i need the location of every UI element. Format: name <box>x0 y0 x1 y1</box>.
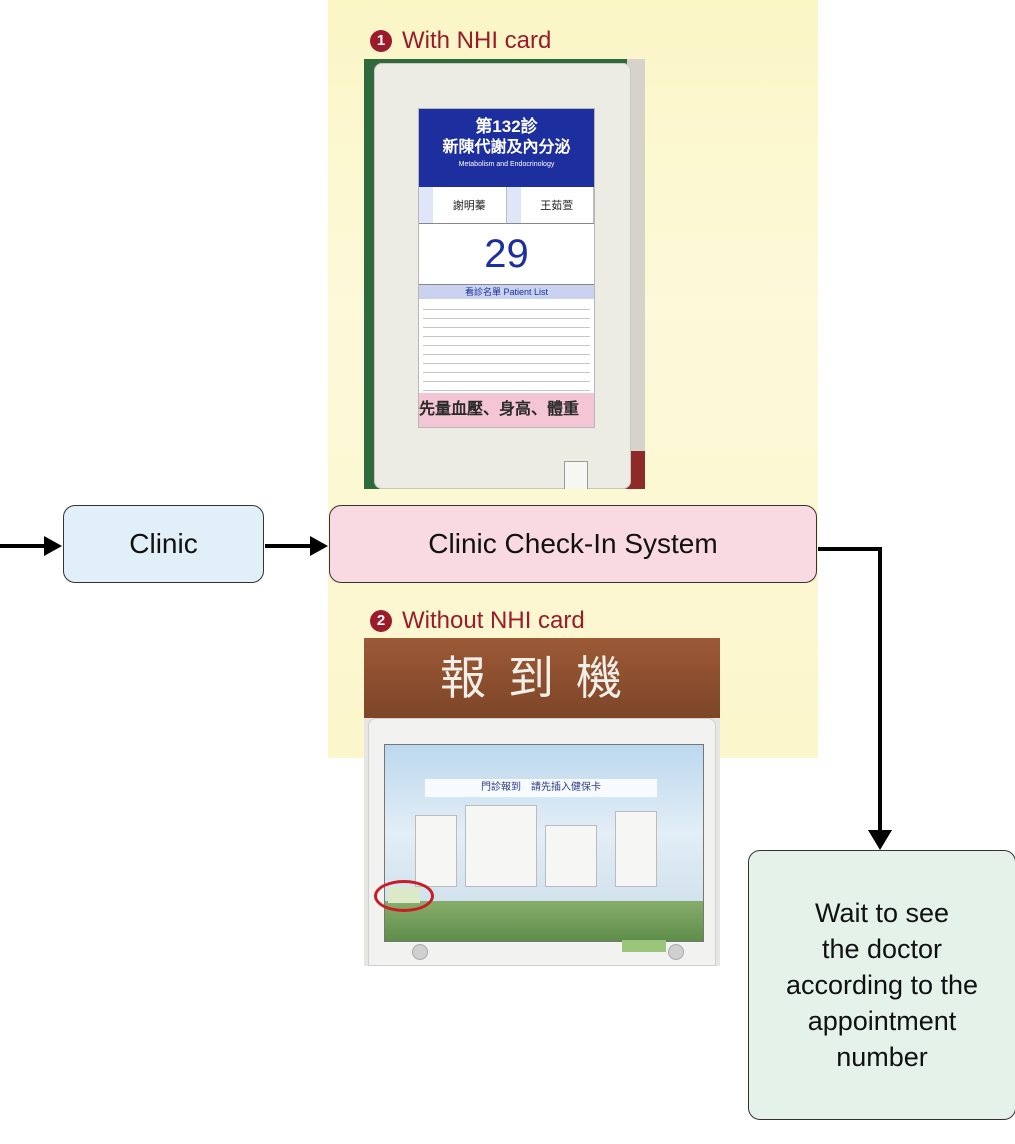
option-with-nhi-label: 1 With NHI card <box>370 27 551 55</box>
doctor-row: 謝明蓁 王茹萱 <box>419 187 594 224</box>
photo-clinic-display-board: 第132診 新陳代謝及內分泌 Metabolism and Endocrinol… <box>364 59 645 489</box>
kiosk-screen: 門診報到 請先插入健保卡 <box>384 744 704 942</box>
display-screen: 第132診 新陳代謝及內分泌 Metabolism and Endocrinol… <box>418 108 595 428</box>
wait-for-doctor-node: Wait to see the doctor according to the … <box>748 850 1015 1120</box>
building-image <box>415 815 457 887</box>
current-number: 29 <box>419 224 594 285</box>
arrow-checkin-to-wait <box>818 547 882 832</box>
department-name: 新陳代謝及內分泌 <box>442 139 571 156</box>
card-slot <box>564 461 588 489</box>
checkin-system-node: Clinic Check-In System <box>329 505 817 583</box>
kiosk-banner: 門診報到 請先插入健保卡 <box>425 779 657 797</box>
highlight-circle <box>374 880 434 912</box>
arrowhead-icon <box>310 536 328 556</box>
photo-check-in-kiosk: 報到機 門診報到 請先插入健保卡 <box>364 638 720 966</box>
speaker-icon <box>412 944 428 960</box>
speaker-icon <box>668 944 684 960</box>
building-image <box>615 811 657 887</box>
option-text: Without NHI card <box>402 607 585 634</box>
department-name-en: Metabolism and Endocrinology <box>458 161 555 168</box>
building-image <box>545 825 597 887</box>
clinic-node: Clinic <box>63 505 264 583</box>
patient-list-header: 看診名單 Patient List <box>419 285 594 299</box>
option-text: With NHI card <box>402 27 552 54</box>
scrolling-ticker: 先量血壓、身高、體重 <box>419 393 594 427</box>
sticker-label <box>622 940 666 952</box>
kiosk-monitor: 門診報到 請先插入健保卡 <box>368 718 716 966</box>
doctor-name: 謝明蓁 <box>433 187 507 223</box>
option-number-badge: 2 <box>370 610 392 632</box>
arrowhead-icon <box>44 536 62 556</box>
option-number-badge: 1 <box>370 30 392 52</box>
option-without-nhi-label: 2 Without NHI card <box>370 607 585 635</box>
kiosk-sign: 報到機 <box>364 638 720 718</box>
display-header: 第132診 新陳代謝及內分泌 Metabolism and Endocrinol… <box>419 109 594 187</box>
assistant-name: 王茹萱 <box>521 187 594 223</box>
building-image <box>465 805 537 887</box>
room-number: 第132診 <box>475 117 538 136</box>
display-frame: 第132診 新陳代謝及內分泌 Metabolism and Endocrinol… <box>374 63 631 489</box>
trees-image <box>385 901 703 941</box>
wall-edge <box>627 59 645 489</box>
arrowhead-icon <box>868 830 892 850</box>
patient-list <box>423 301 590 391</box>
